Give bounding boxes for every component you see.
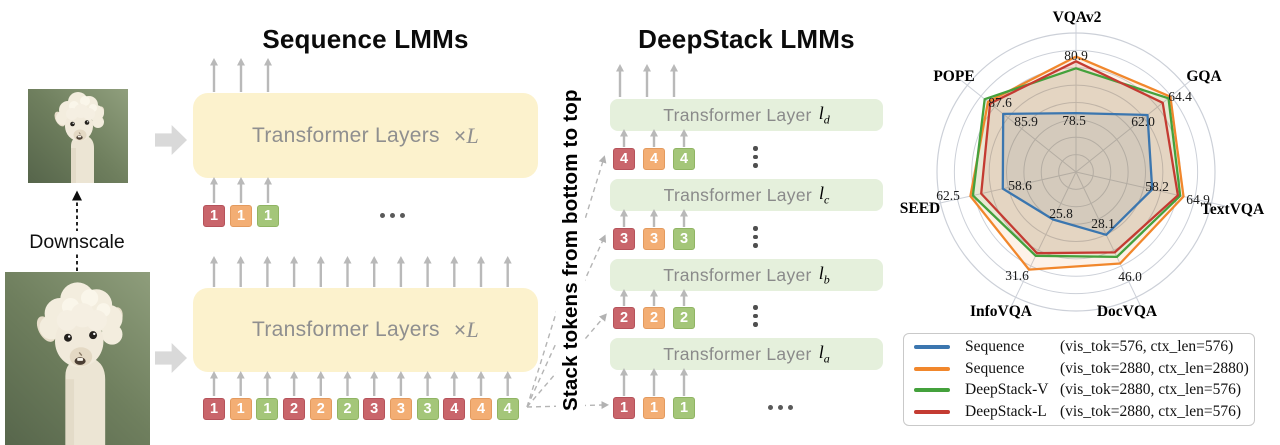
radar-axis-label: InfoVQA	[970, 303, 1033, 320]
layer-index-var: la	[818, 341, 830, 366]
sequence-input-token: 3	[416, 398, 439, 420]
radar-outer-value: 64.4	[1168, 89, 1192, 104]
legend-item: DeepStack-L (vis_tok=2880, ctx_len=576)	[914, 401, 1254, 422]
sequence-input-token: 1	[257, 205, 279, 227]
sequence-input-token: 4	[496, 398, 519, 420]
deepstack-stacked-token: 2	[613, 307, 635, 329]
deepstack-stacked-token: 1	[643, 397, 665, 419]
deepstack-stacked-token: 1	[673, 397, 695, 419]
deepstack-stacked-token: 2	[673, 307, 695, 329]
legend-line-swatch	[914, 409, 950, 414]
radar-inner-value: 58.6	[1008, 178, 1032, 193]
radar-inner-value: 62.0	[1131, 114, 1155, 129]
deepstack-stacked-token: 4	[673, 148, 695, 170]
radar-inner-value: 85.9	[1014, 114, 1038, 129]
legend-series-name: DeepStack-L	[965, 402, 1047, 420]
sequence-input-token: 1	[230, 205, 252, 227]
radar-outer-value: 31.6	[1005, 268, 1029, 283]
transformer-layer-box: Transformer Layer la	[610, 338, 883, 370]
legend-series-params: (vis_tok=2880, ctx_len=576)	[1060, 381, 1242, 399]
deepstack-stacked-token: 3	[643, 228, 665, 250]
deepstack-title: DeepStack LMMs	[638, 24, 855, 54]
deepstack-stacked-token: 3	[613, 228, 635, 250]
deepstack-stacked-token: 4	[613, 148, 635, 170]
sequence-input-token: 1	[229, 398, 252, 420]
sequence-input-token: 4	[470, 398, 492, 420]
vertical-ellipsis-dots	[753, 305, 758, 327]
sequence-input-token: 1	[256, 398, 279, 420]
sequence-input-token: 1	[203, 205, 225, 227]
legend-line-swatch	[914, 388, 950, 393]
transformer-layers-box-top: Transformer Layers ×L	[193, 93, 538, 178]
legend-series-params: (vis_tok=576, ctx_len=576)	[1060, 338, 1234, 356]
sequence-title: Sequence LMMs	[262, 24, 469, 54]
layer-index-var: ld	[818, 102, 830, 127]
radar-axis-label: TextVQA	[1201, 201, 1265, 218]
sequence-input-token: 3	[389, 398, 412, 420]
radar-inner-value: 78.5	[1062, 113, 1086, 128]
legend-item: Sequence (vis_tok=2880, ctx_len=2880)	[914, 358, 1254, 379]
radar-outer-value: 87.6	[988, 95, 1012, 110]
ellipsis-dots	[380, 213, 405, 218]
radar-inner-value: 25.8	[1049, 206, 1073, 221]
legend-line-swatch	[914, 366, 950, 371]
transformer-layer-box: Transformer Layer ld	[610, 99, 883, 131]
sequence-input-token: 4	[443, 398, 466, 420]
legend-series-params: (vis_tok=2880, ctx_len=576)	[1060, 402, 1242, 420]
radar-axis-label: POPE	[933, 68, 974, 85]
legend-series-params: (vis_tok=2880, ctx_len=2880)	[1060, 359, 1249, 377]
sequence-input-token: 2	[283, 398, 306, 420]
radar-axis-label: SEED	[900, 200, 941, 217]
transformer-layers-label: Transformer Layers	[252, 318, 440, 341]
legend-line-swatch	[914, 345, 950, 350]
sequence-input-token: 2	[336, 398, 359, 420]
legend-series-name: Sequence	[965, 359, 1025, 377]
radar-outer-value: 64.9	[1186, 192, 1210, 207]
radar-inner-value: 28.1	[1091, 216, 1115, 231]
radar-legend: Sequence(vis_tok=576, ctx_len=576)Sequen…	[903, 333, 1255, 426]
deepstack-stacked-token: 4	[643, 148, 665, 170]
times-l-label: ×L	[453, 122, 479, 148]
legend-item: Sequence (vis_tok=576, ctx_len=576)	[914, 337, 1254, 358]
sequence-input-token: 2	[309, 398, 332, 420]
transformer-layer-box: Transformer Layer lb	[610, 259, 883, 291]
radar-axis-label: DocVQA	[1097, 303, 1158, 320]
transformer-layers-box-bottom: Transformer Layers ×L	[193, 288, 538, 372]
radar-outer-value: 46.0	[1118, 269, 1142, 284]
ellipsis-dots	[768, 405, 793, 410]
sequence-input-token: 1	[203, 398, 225, 420]
sequence-input-token: 3	[363, 398, 386, 420]
layer-index-var: lc	[819, 182, 830, 207]
radar-inner-value: 58.2	[1145, 179, 1169, 194]
radar-axis-label: GQA	[1186, 68, 1222, 85]
radar-axis-label: VQAv2	[1053, 9, 1102, 26]
deepstack-stacked-token: 2	[643, 307, 665, 329]
transformer-layer-label: Transformer Layer	[663, 104, 812, 125]
radar-outer-value: 80.9	[1064, 48, 1088, 63]
downscale-label: Downscale	[24, 231, 130, 254]
legend-series-name: Sequence	[965, 338, 1025, 356]
deepstack-stacked-token: 3	[673, 228, 695, 250]
transformer-layer-label: Transformer Layer	[663, 184, 813, 205]
legend-item: DeepStack-V (vis_tok=2880, ctx_len=576)	[914, 380, 1254, 401]
radar-outer-value: 62.5	[936, 188, 960, 203]
layer-index-var: lb	[818, 262, 830, 287]
transformer-layer-box: Transformer Layer lc	[610, 179, 883, 211]
transformer-layers-label: Transformer Layers	[252, 123, 440, 147]
stack-tokens-rotated-label: Stack tokens from bottom to top	[556, 72, 585, 428]
transformer-layer-label: Transformer Layer	[663, 343, 812, 364]
deepstack-stacked-token: 1	[613, 397, 635, 419]
legend-series-name: DeepStack-V	[965, 381, 1049, 399]
transformer-layer-label: Transformer Layer	[663, 264, 812, 285]
vertical-ellipsis-dots	[753, 226, 758, 248]
vertical-ellipsis-dots	[753, 146, 758, 168]
times-l-label: ×L	[453, 317, 479, 342]
